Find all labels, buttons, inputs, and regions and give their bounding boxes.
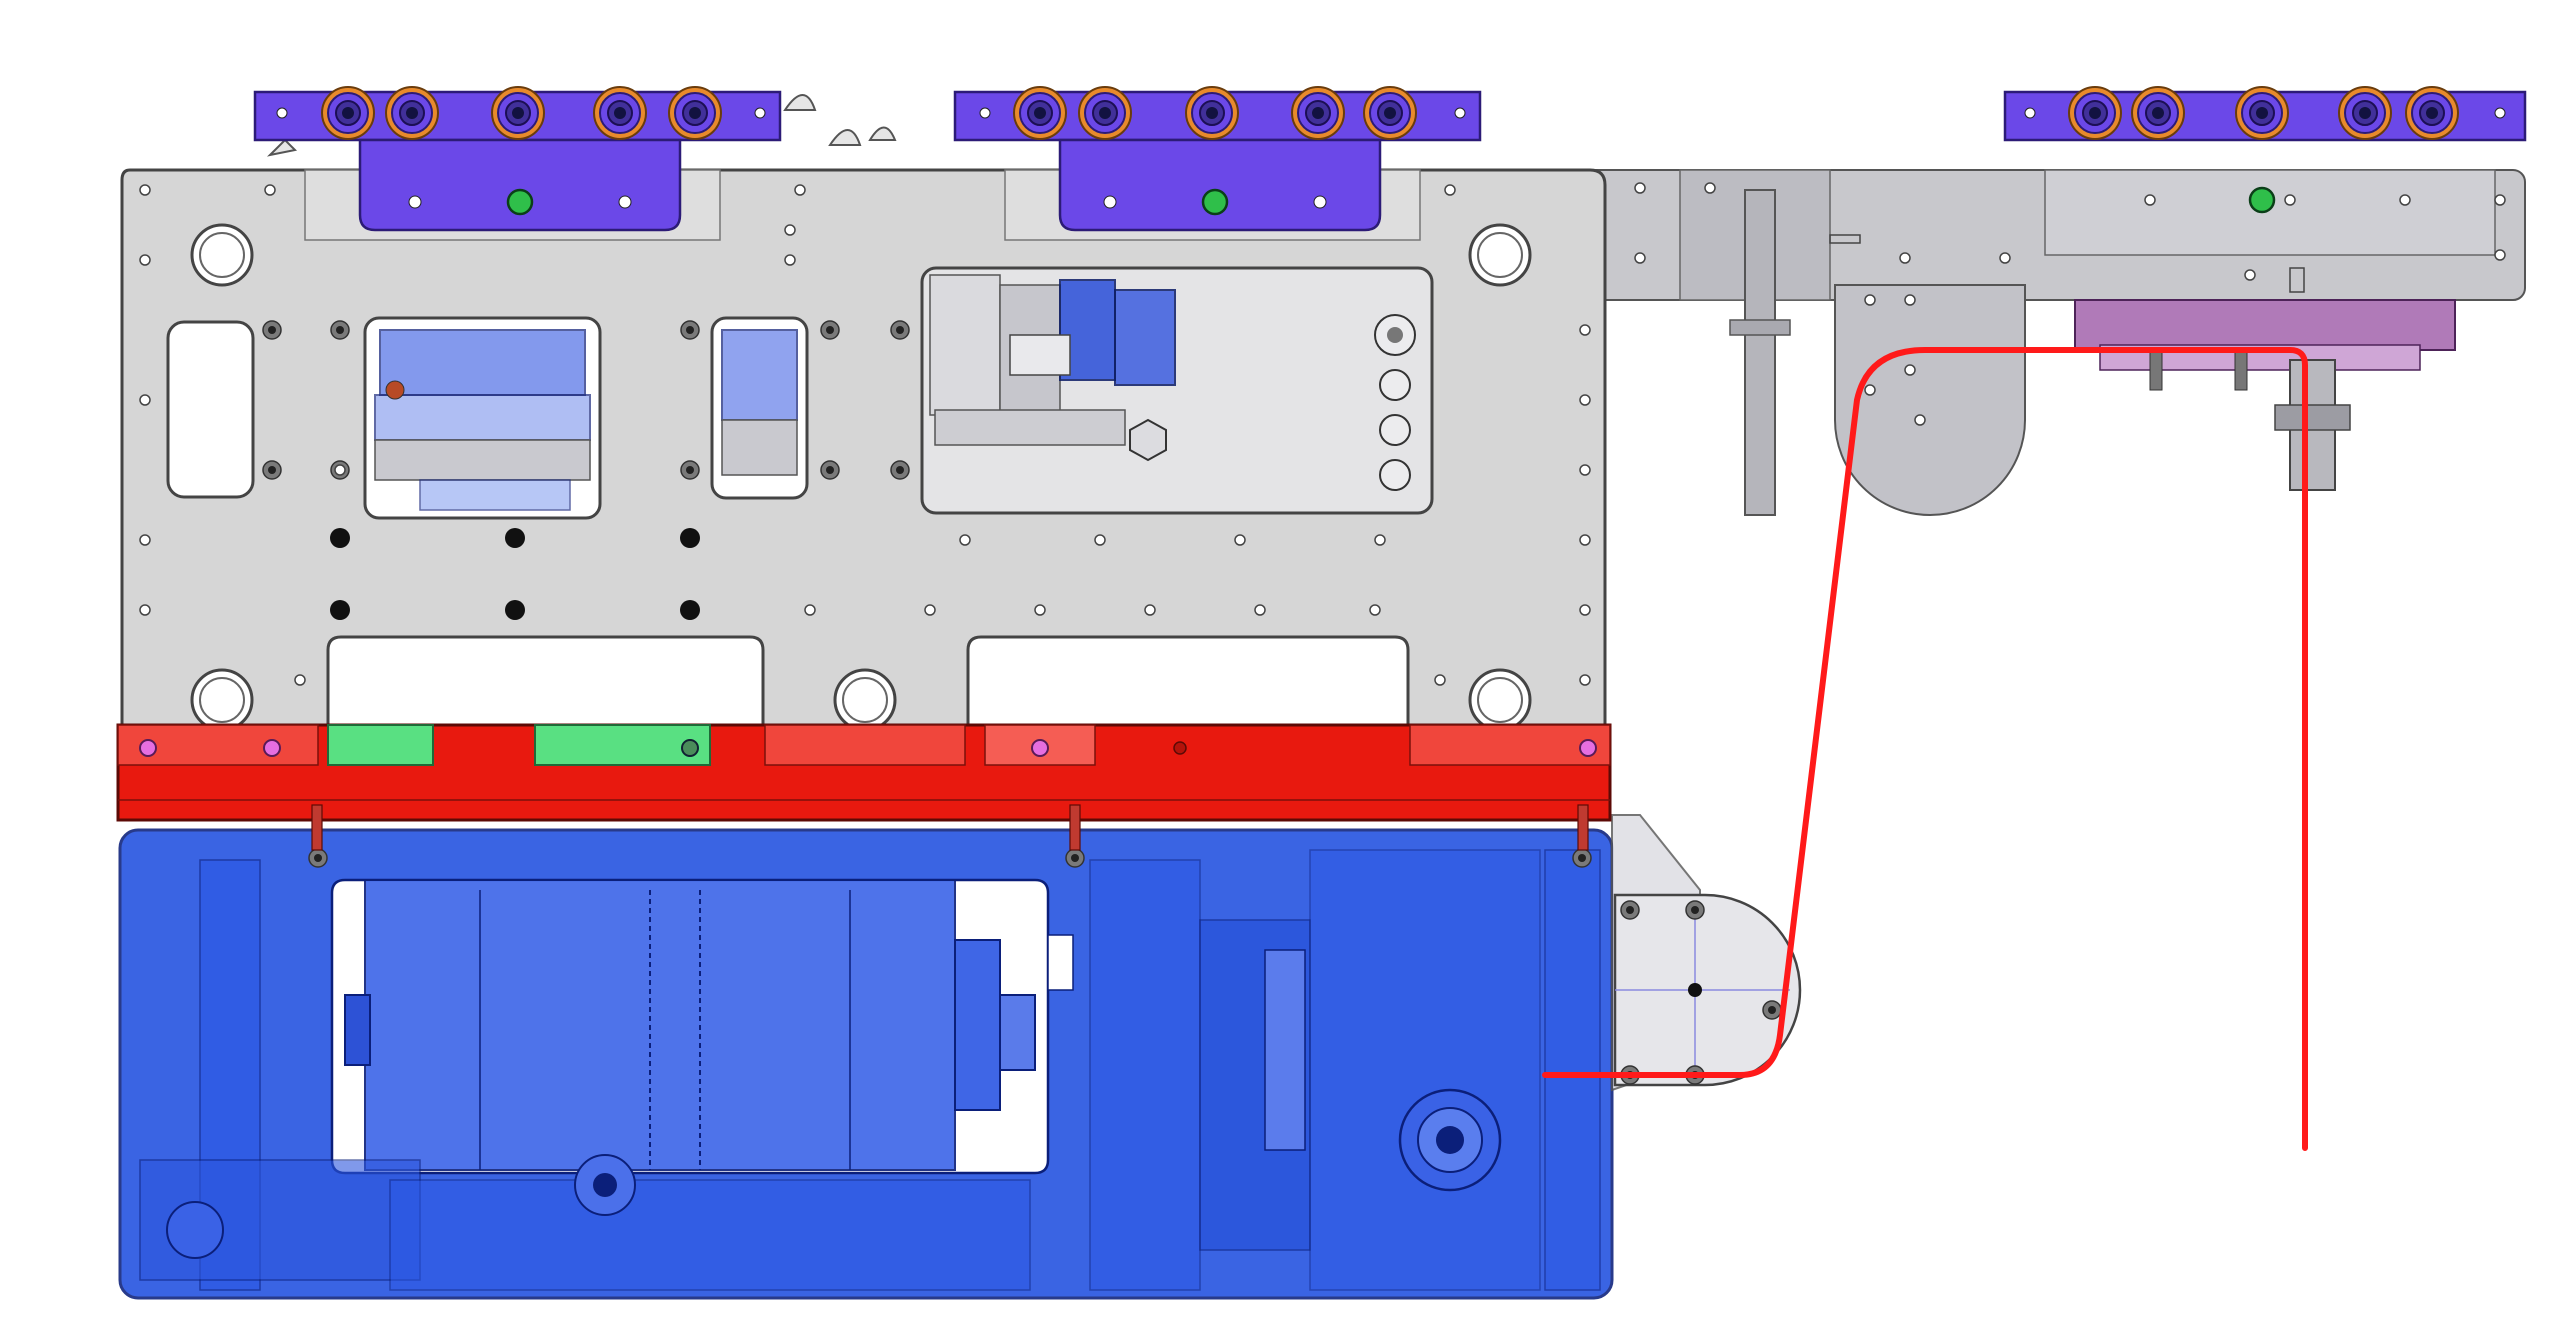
roller-carriage-right xyxy=(2003,86,2527,214)
drive-cable xyxy=(1542,347,2308,1151)
cable-guide xyxy=(1611,814,1802,1092)
roller-carriage-middle xyxy=(953,86,1482,232)
clamp-bar xyxy=(116,723,1612,851)
green-pad-right xyxy=(534,724,711,766)
main-plate xyxy=(120,168,1607,732)
motor-housing xyxy=(118,828,1614,1300)
right-bracket-plate xyxy=(1559,169,2526,516)
roller-carriage-left xyxy=(253,86,897,232)
green-pad-left xyxy=(327,724,434,766)
